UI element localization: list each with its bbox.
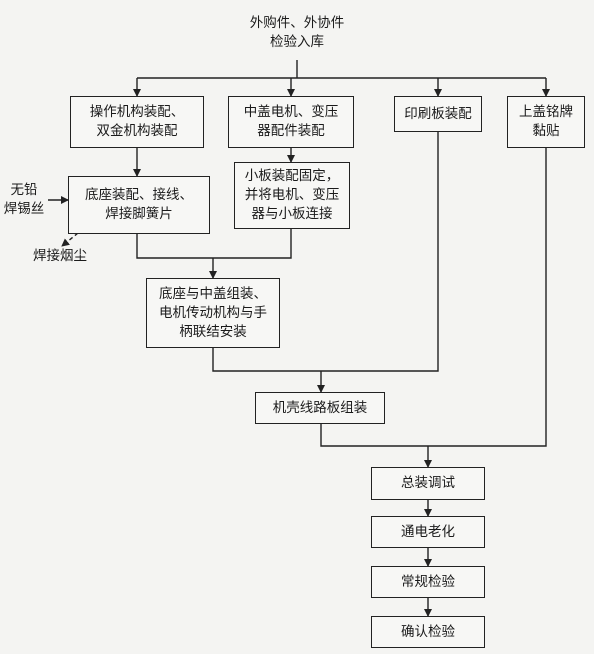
edge-nameplate-merge	[428, 148, 547, 447]
node-nameplate: 上盖铭牌 黏贴	[507, 96, 585, 148]
edge-housing-merge	[320, 424, 428, 447]
node-small-board: 小板装配固定， 并将电机、变压 器与小板连接	[234, 162, 350, 229]
node-housing-pcb-assembly: 机壳线路板组装	[255, 392, 385, 424]
node-motor-transformer-assembly: 中盖电机、变压 器配件装配	[228, 96, 354, 148]
node-routine-inspection: 常规检验	[371, 566, 485, 598]
edge-smallboard-merge	[213, 229, 292, 259]
node-pcb-assembly: 印刷板装配	[394, 96, 482, 132]
node-base-assembly: 底座装配、接线、 焊接脚簧片	[68, 176, 210, 234]
node-power-aging: 通电老化	[371, 516, 485, 548]
edge-pcb-merge	[321, 132, 439, 372]
output-welding-fume: 焊接烟尘	[33, 248, 87, 264]
edge-base-merge	[136, 234, 213, 259]
node-base-cover-assembly: 底座与中盖组装、 电机传动机构与手 柄联结安装	[146, 278, 280, 348]
edge-basecover-merge	[212, 348, 321, 372]
edge-fume-output	[61, 232, 79, 247]
node-confirm-inspection: 确认检验	[371, 616, 485, 648]
input-solder-wire: 无铅 焊锡丝	[3, 182, 45, 217]
node-mechanism-assembly: 操作机构装配、 双金机构装配	[70, 96, 204, 148]
node-final-debug: 总装调试	[371, 467, 485, 500]
node-incoming-inspection: 外购件、外协件 检验入库	[249, 15, 345, 50]
